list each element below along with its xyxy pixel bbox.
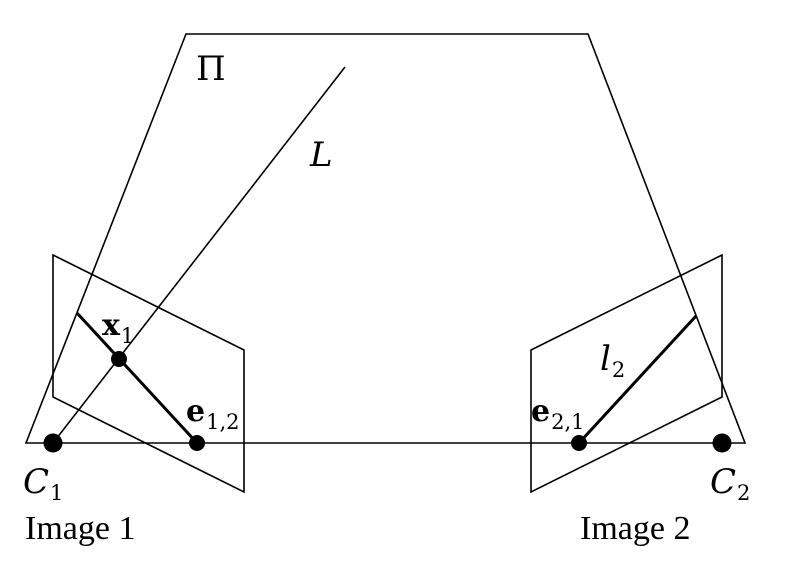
epipolar-line-1 — [75, 311, 199, 445]
epipole-e21 — [571, 435, 587, 451]
label-x1: x1 — [102, 308, 134, 348]
camera-center-c1 — [43, 433, 63, 453]
caption-image-1: Image 1 — [25, 510, 135, 547]
label-L: L — [309, 135, 333, 175]
label-c1: C1 — [23, 462, 63, 505]
epipolar-plane — [24, 33, 747, 444]
label-l2: l2 — [600, 339, 625, 382]
camera-center-c2 — [712, 433, 732, 453]
ray-line-L — [52, 66, 346, 444]
image-plane-1 — [52, 253, 245, 494]
label-pi: Π — [196, 49, 226, 89]
caption-image-2: Image 2 — [580, 510, 690, 547]
label-c2: C2 — [710, 462, 750, 505]
point-x1 — [111, 351, 127, 367]
epipole-e12 — [189, 435, 205, 451]
image-plane-2 — [530, 253, 723, 494]
epipolar-line-l2 — [577, 314, 698, 445]
label-e12: e1,2 — [186, 394, 240, 434]
label-e21: e2,1 — [531, 394, 585, 434]
